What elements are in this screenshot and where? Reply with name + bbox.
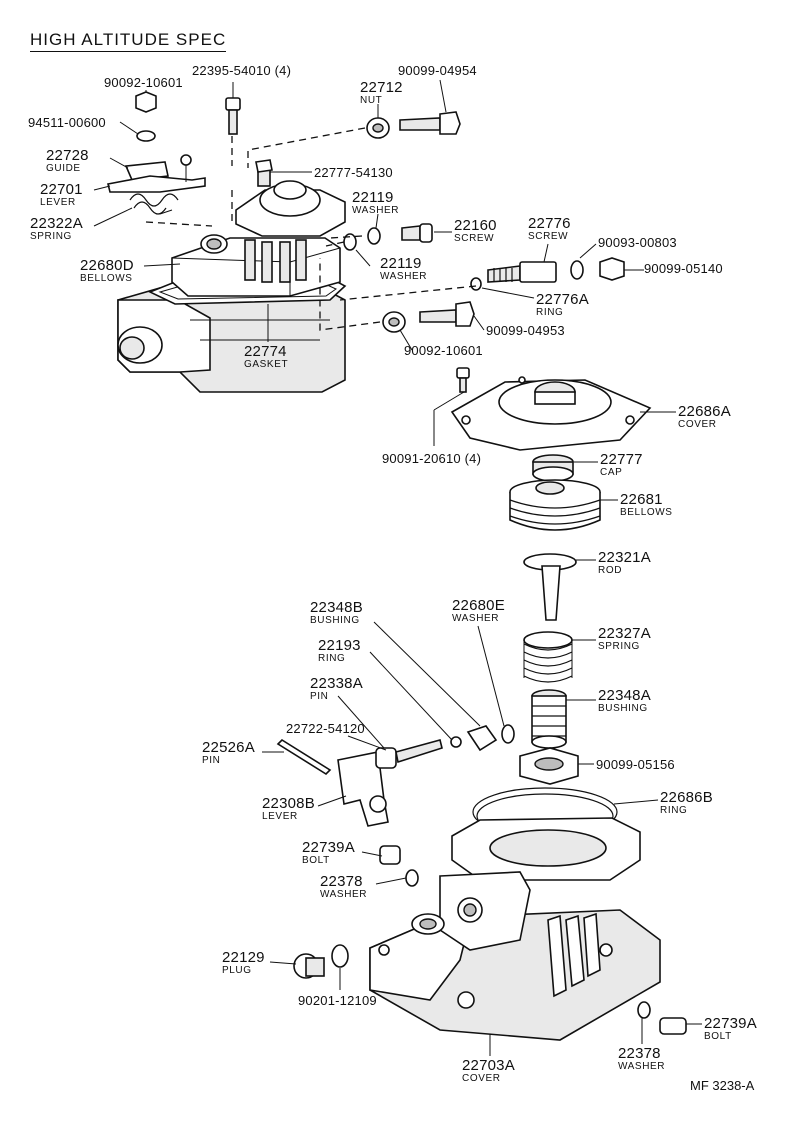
label-22739A-bolt-right: 22739A BOLT	[704, 1015, 757, 1042]
nut-90099-05156-drawing	[519, 747, 579, 785]
label-22703A-cover: 22703A COVER	[462, 1057, 515, 1084]
cover-22686A-drawing	[450, 367, 652, 451]
label-22686B-ring: 22686B RING	[660, 789, 713, 816]
label-22681-bellows: 22681 BELLOWS	[620, 491, 673, 518]
label-90099-05156: 90099-05156	[596, 757, 675, 772]
bushing-22348A-drawing	[531, 689, 567, 749]
label-22680E-washer: 22680E WASHER	[452, 597, 505, 624]
label-22119-washer-mid: 22119 WASHER	[380, 255, 428, 282]
label-22348B-bushing: 22348B BUSHING	[310, 599, 363, 626]
label-22348A-bushing: 22348A BUSHING	[598, 687, 651, 714]
label-22777-cap: 22777 CAP	[600, 451, 643, 478]
label-90093-00803: 90093-00803	[598, 235, 677, 250]
label-22686A-cover: 22686A COVER	[678, 403, 731, 430]
label-22774-gasket: 22774 GASKET	[244, 343, 289, 370]
label-90092-10601-mid: 90092-10601	[404, 343, 483, 358]
bellows-housing-drawing	[171, 234, 341, 297]
lower-fasteners-drawing	[293, 845, 687, 1035]
label-22338A-pin: 22338A PIN	[310, 675, 363, 702]
pump-housing-drawing	[117, 287, 346, 393]
label-22308B-lever: 22308B LEVER	[262, 795, 315, 822]
label-22728-guide: 22728 GUIDE	[46, 147, 89, 174]
label-22327A-spring: 22327A SPRING	[598, 625, 651, 652]
leader-lines	[93, 79, 702, 1056]
label-22722-54120: 22722-54120	[286, 721, 365, 736]
label-22776-screw: 22776 SCREW	[528, 215, 571, 242]
label-90091-20610: 90091-20610 (4)	[382, 451, 482, 466]
label-22378-washer-left: 22378 WASHER	[320, 873, 368, 900]
label-90201-12109: 90201-12109	[298, 993, 377, 1008]
label-22378-washer-right: 22378 WASHER	[618, 1045, 666, 1072]
drawing-reference: MF 3238-A	[690, 1078, 755, 1093]
label-22739A-bolt-left: 22739A BOLT	[302, 839, 355, 866]
label-94511-00600: 94511-00600	[28, 115, 106, 130]
bellows-stack-drawing	[509, 454, 601, 621]
lever-22308B-assembly-drawing	[276, 724, 515, 827]
label-90099-04954: 90099-04954	[398, 63, 477, 78]
label-90092-10601-top: 90092-10601	[104, 75, 183, 90]
label-22526A-pin: 22526A PIN	[202, 739, 255, 766]
lever-assembly-drawing	[107, 154, 206, 215]
assembly-lines-upper	[145, 127, 477, 331]
small-fasteners-drawing	[135, 91, 625, 333]
label-22321A-rod: 22321A ROD	[598, 549, 651, 576]
label-22777-54130: 22777-54130	[314, 165, 393, 180]
label-22129-plug: 22129 PLUG	[222, 949, 265, 976]
label-90099-05140: 90099-05140	[644, 261, 723, 276]
label-22119-washer-top: 22119 WASHER	[352, 189, 400, 216]
diagram-title: HIGH ALTITUDE SPEC	[30, 30, 227, 52]
spring-22327A-drawing	[523, 631, 573, 683]
label-90099-04953: 90099-04953	[486, 323, 565, 338]
lower-cover-drawing	[369, 787, 661, 1041]
label-22322A-spring: 22322A SPRING	[30, 215, 83, 242]
label-22160-screw: 22160 SCREW	[454, 217, 497, 244]
label-22395-54010: 22395-54010 (4)	[192, 63, 292, 78]
label-22193-ring: 22193 RING	[318, 637, 361, 664]
label-22712-nut: 22712 NUT	[360, 79, 403, 106]
label-22776A-ring: 22776A RING	[536, 291, 589, 318]
label-22701-lever: 22701 LEVER	[40, 181, 83, 208]
label-22680D-bellows: 22680D BELLOWS	[80, 257, 134, 284]
